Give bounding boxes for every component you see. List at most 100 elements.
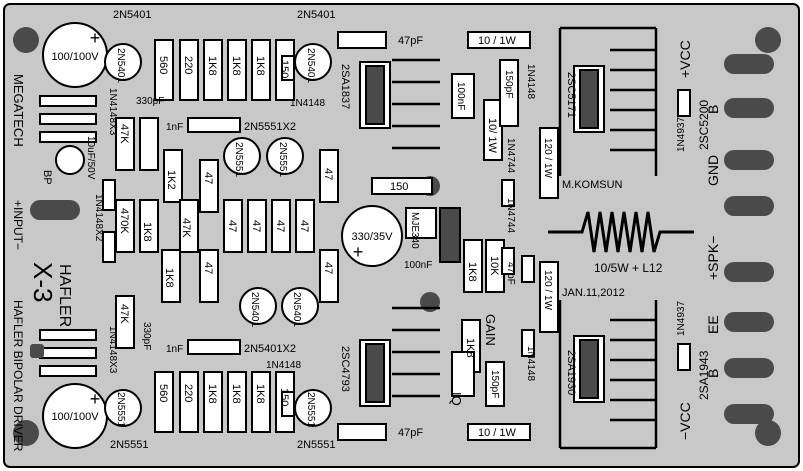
svg-text:1N4744: 1N4744 <box>505 198 516 233</box>
designer-label: M.KOMSUN <box>562 179 623 191</box>
svg-text:470K: 470K <box>118 208 130 234</box>
svg-text:47pF: 47pF <box>505 262 516 285</box>
svg-text:+: + <box>90 389 101 409</box>
output-coil <box>548 211 694 253</box>
svg-text:1K8: 1K8 <box>464 338 476 358</box>
svg-text:330pF: 330pF <box>141 322 152 350</box>
svg-text:1K8: 1K8 <box>230 384 242 404</box>
svg-text:560: 560 <box>157 384 169 402</box>
svg-text:1N4148: 1N4148 <box>290 98 325 109</box>
svg-text:120 / 1W: 120 / 1W <box>542 138 553 179</box>
svg-text:1K2: 1K2 <box>165 170 177 190</box>
svg-text:2N5551: 2N5551 <box>305 392 316 427</box>
svg-text:1K8: 1K8 <box>206 384 218 404</box>
svg-text:1K8: 1K8 <box>141 222 153 242</box>
svg-text:2SC5171: 2SC5171 <box>565 72 577 118</box>
svg-text:150pF: 150pF <box>489 370 500 398</box>
svg-text:+VCC: +VCC <box>677 40 693 78</box>
svg-text:2N5401: 2N5401 <box>305 48 316 83</box>
small-transistors <box>104 43 332 427</box>
svg-text:100/100V: 100/100V <box>51 51 99 63</box>
svg-text:100nF: 100nF <box>404 260 432 271</box>
svg-text:10K: 10K <box>488 256 500 276</box>
svg-text:1N4744: 1N4744 <box>505 138 516 173</box>
power-stage-outlines <box>392 26 658 450</box>
svg-text:1N4148: 1N4148 <box>266 360 301 371</box>
svg-text:B: B <box>705 105 721 114</box>
svg-text:+SPK−: +SPK− <box>705 236 721 280</box>
cap-100-100v-bottom: 100/100V + <box>42 383 108 449</box>
svg-text:1nF: 1nF <box>166 344 183 355</box>
svg-text:10 / 1W: 10 / 1W <box>478 35 517 47</box>
svg-text:1N4937: 1N4937 <box>676 301 687 336</box>
svg-text:1K8: 1K8 <box>466 262 478 282</box>
svg-text:2SA1943: 2SA1943 <box>697 350 711 400</box>
cap-330-35v: 330/35V + <box>341 205 403 267</box>
svg-text:1K8: 1K8 <box>254 56 266 76</box>
subtitle-label: HAFLER BIPOLAR DRIVER <box>11 300 25 452</box>
title-x3: X-3 <box>28 262 58 302</box>
svg-text:47K: 47K <box>118 124 130 144</box>
svg-text:150: 150 <box>390 181 408 193</box>
svg-text:47K: 47K <box>180 218 192 238</box>
svg-text:47: 47 <box>250 220 262 232</box>
svg-text:47: 47 <box>226 220 238 232</box>
label-2n5401-top: 2N5401 <box>113 9 152 21</box>
diodes <box>39 55 691 417</box>
cap-100-100v-top: 100/100V + <box>42 22 108 88</box>
svg-text:150: 150 <box>278 60 290 78</box>
svg-text:1K8: 1K8 <box>230 56 242 76</box>
svg-text:150: 150 <box>278 388 290 406</box>
svg-text:2N5551: 2N5551 <box>277 142 288 177</box>
svg-text:47pF: 47pF <box>398 427 423 439</box>
svg-text:1N4148X3: 1N4148X3 <box>107 326 118 374</box>
svg-text:10/ 1W: 10/ 1W <box>486 118 498 153</box>
svg-text:1nF: 1nF <box>166 122 183 133</box>
terminals <box>30 54 774 424</box>
svg-text:2SA1837: 2SA1837 <box>339 64 351 109</box>
iq-label: IQ <box>449 392 464 406</box>
svg-text:47: 47 <box>322 262 334 274</box>
svg-text:10 / 1W: 10 / 1W <box>478 427 517 439</box>
svg-text:2N5551X2: 2N5551X2 <box>244 121 296 133</box>
svg-text:2N5551: 2N5551 <box>115 392 126 427</box>
svg-text:+: + <box>90 28 101 48</box>
svg-text:47pF: 47pF <box>398 35 423 47</box>
film-caps <box>187 31 519 441</box>
title-hafler: HAFLER <box>56 264 73 327</box>
svg-text:2SA1930: 2SA1930 <box>565 350 577 395</box>
svg-text:47K: 47K <box>118 304 130 324</box>
label-2n5551-right-bottom: 2N5551 <box>297 439 336 451</box>
gain-label: GAIN <box>483 314 498 346</box>
svg-text:2SC5200: 2SC5200 <box>697 100 711 150</box>
cap-bp: BP <box>41 145 85 185</box>
svg-text:1K8: 1K8 <box>163 268 175 288</box>
svg-text:1N4148: 1N4148 <box>525 346 536 381</box>
input-label: +INPUT− <box>11 200 25 250</box>
brand-label: MEGATECH <box>11 74 26 147</box>
svg-text:GND: GND <box>705 155 721 186</box>
svg-text:330pF: 330pF <box>136 96 164 107</box>
svg-text:1N4148X2: 1N4148X2 <box>93 194 104 242</box>
svg-text:220: 220 <box>182 384 194 402</box>
svg-text:150pF: 150pF <box>503 70 514 98</box>
label-2n5401-right-top: 2N5401 <box>297 9 336 21</box>
svg-text:560: 560 <box>157 56 169 74</box>
svg-text:47: 47 <box>274 220 286 232</box>
svg-text:MJE340: MJE340 <box>409 212 420 249</box>
svg-text:2SC4793: 2SC4793 <box>339 346 351 392</box>
svg-text:2N5551: 2N5551 <box>233 142 244 177</box>
silk-text: MEGATECH +INPUT− HAFLER BIPOLAR DRIVER H… <box>11 9 721 452</box>
label-2n5551-bottom: 2N5551 <box>110 439 149 451</box>
svg-text:220: 220 <box>182 56 194 74</box>
svg-text:1K8: 1K8 <box>206 56 218 76</box>
svg-text:47: 47 <box>202 172 214 184</box>
svg-text:BP: BP <box>41 170 53 185</box>
svg-text:47: 47 <box>202 262 214 274</box>
date-label: JAN.11,2012 <box>562 287 625 299</box>
svg-text:47: 47 <box>298 220 310 232</box>
driver-transistors <box>359 61 605 407</box>
svg-text:47: 47 <box>322 168 334 180</box>
svg-text:330/35V: 330/35V <box>352 231 394 243</box>
